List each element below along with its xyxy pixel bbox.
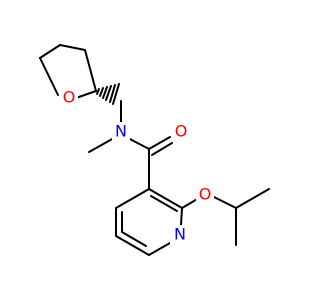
bond-ether-o-ch: [213, 196, 237, 209]
bond-py-c3-c2: [148, 188, 183, 209]
bond-thf-c4-o: [75, 90, 97, 99]
bond-py-c6-c5: [115, 235, 150, 256]
pyridine-ring: [115, 188, 183, 256]
atom-label-n-amide: N: [115, 122, 127, 141]
bond-py-c4-c3: [115, 188, 150, 209]
bond-py-inner-1: [150, 195, 178, 212]
bond-thf-o-c1: [39, 57, 59, 96]
bond-n-methyl: [88, 137, 115, 153]
mask-n-pyridine: [170, 225, 190, 245]
bond-n-carbonyl-c: [127, 137, 150, 150]
hashed-stereo-bond: [96, 83, 120, 105]
bond-py-n-c6: [148, 242, 171, 256]
tetrahydrofuran-ring: [39, 44, 97, 99]
hash-4: [105, 85, 112, 101]
atom-labels: O N O O N: [60, 88, 214, 245]
mask-o-ring: [60, 88, 78, 108]
atom-label-n-pyridine: N: [174, 225, 186, 244]
hash-6: [112, 83, 120, 105]
hash-5: [109, 84, 116, 103]
bond-py-c2-n: [180, 207, 183, 226]
hash-3: [102, 86, 108, 99]
atom-label-o-ether: O: [199, 185, 212, 204]
bond-thf-c2-c3: [59, 44, 86, 51]
bond-thf-c1-c2: [39, 44, 61, 59]
mask-o-carbonyl: [172, 122, 190, 142]
atom-label-o-ring: O: [63, 88, 76, 107]
bond-ch-methyl-up: [235, 188, 270, 209]
bond-carbonyl-double-1: [148, 136, 171, 150]
hash-1: [96, 88, 100, 95]
mask-o-ether: [196, 185, 214, 205]
hash-2: [99, 87, 104, 97]
bond-carbonyl-double-2: [151, 142, 173, 156]
bond-py-inner-2: [121, 231, 147, 247]
mask-n-amide: [112, 122, 130, 142]
bond-thf-c3-c4: [84, 49, 97, 92]
molecule-structure-diagram: O N O O N: [39, 44, 270, 256]
atom-label-o-carbonyl: O: [175, 122, 188, 141]
